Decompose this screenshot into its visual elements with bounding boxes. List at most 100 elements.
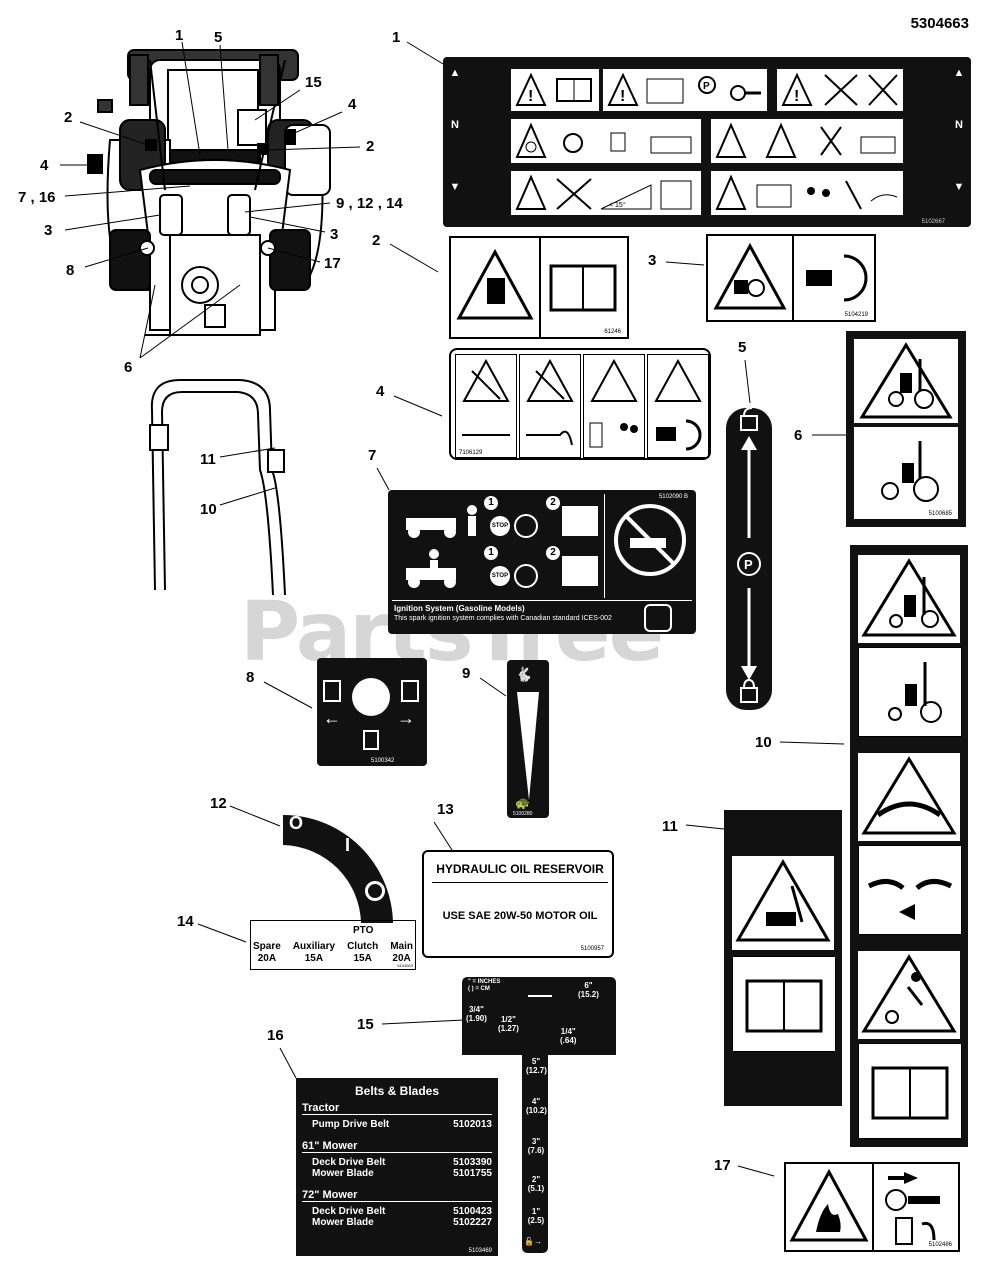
ejection-warning-icon [858,951,960,1039]
compliance-mark-icon [644,604,672,632]
decal-15-height-of-cut: " = INCHES ( ) = CM 6"(15.2) 3/4"(1.90) … [458,975,618,1255]
warning-tile-2 [519,354,581,458]
decal-2-crush-hazard: 61246 [449,236,629,339]
pictogram-parking-procedure [511,119,701,163]
callout-label: 10 [200,501,217,518]
leader-line-9 [479,677,507,697]
leader-line-13 [433,821,453,851]
decal-4-operation-warnings: 7106129 [449,348,711,460]
pulley-guard-icon [794,236,874,320]
fuel-tank-right-icon [401,680,419,702]
bystander-warning-icon [732,856,834,950]
decal-17-fire-hazard: 5102486 [784,1162,960,1252]
valve-icon [562,506,598,536]
decal-callout-7: 7 [368,447,377,464]
pictogram-thrown-objects [711,119,903,163]
decal-11-bystander-warning [724,810,842,1106]
leader-line-1 [406,41,444,65]
operation-row-1: 1 STOP 2 [394,496,602,544]
height-3-4in: 3/4"(1.90) [466,1005,487,1023]
decal-callout-4: 4 [376,383,385,400]
pto-on-label: I [345,835,351,855]
rops-leader-lines [219,447,276,506]
pictogram-bystander-warning [711,171,903,215]
warning-tile-1 [455,354,517,458]
machine-overview-diagram [0,0,390,380]
deck-height-icon [528,981,552,997]
decal-3-entanglement-hazard: 5104219 [706,234,876,322]
shut-off-refuel-icon [874,1164,958,1250]
pin-insertion-icon [858,845,962,935]
height-3in: 3"(7.6) [527,1137,545,1155]
svg-text:P: P [744,557,753,572]
decal-callout-9: 9 [462,665,471,682]
pictogram-slope-warning: < 15° [511,171,701,215]
callout-label: 6 [124,359,133,376]
legend-inches: " = INCHES [468,979,501,985]
callout-label: 1 [175,27,184,44]
decal-callout-1: 1 [392,29,401,46]
step-2-badge: 2 [546,496,560,510]
decal-1-part-number: 5102667 [921,219,945,225]
step-1-badge: 1 [484,496,498,510]
decal-3-part-number: 5104219 [844,312,868,318]
decal-8-fuel-selector: ← → 5100342 [317,658,427,766]
decal-9-part-number: 5100280 [513,811,533,817]
entanglement-warning-icon [708,236,794,320]
decal-14-part-number: 5104503 [397,963,413,968]
pto-off-label: O [289,813,304,833]
seatbelt-icon [854,427,958,519]
leader-line-12 [229,805,281,827]
pto-engage-icon [365,881,385,901]
arrow-right-icon: → [397,708,415,728]
arrow-left-icon: ← [323,708,341,728]
callout-label: 17 [324,255,341,272]
height-6in: 6"(15.2) [578,981,599,999]
document-id: 5304663 [910,15,969,32]
pictogram-warning-read-manual: ! [511,69,599,111]
stop-badge: STOP [490,566,510,586]
callout-label: 15 [305,74,322,91]
decal-13-hydraulic-oil: HYDRAULIC OIL RESERVOIR USE SAE 20W-50 M… [422,850,614,958]
read-manual-icon [858,1043,962,1139]
decal-7-part-number: 5102090 B [658,494,688,500]
decal-callout-17: 17 [714,1157,731,1174]
mower-top-view-drawing [60,41,361,359]
svg-text:< 15°: < 15° [609,201,626,209]
decal-6-part-number: 5100685 [928,511,952,517]
svg-text:!: ! [620,88,625,105]
decal-callout-3: 3 [648,252,657,269]
decal-5-parking-brake: P [726,408,772,710]
pictogram-no-passengers: ! [777,69,903,111]
leader-line-7 [376,467,390,491]
leader-line-8 [263,681,313,709]
decal-16-part-number: 5103469 [468,1248,492,1254]
height-1-2in: 1/2"(1.27) [498,1015,519,1033]
leader-line-10 [779,741,845,745]
decal-callout-13: 13 [437,801,454,818]
read-manual-icon [732,956,836,1052]
height-4in: 4"(10.2) [526,1097,547,1115]
lock-transport-icon: 🔓→ [524,1237,542,1246]
leader-line-5 [744,359,751,404]
decal-1-safety-panel: ▲N▼ ▲N▼ ! !P ! < 15° 5102667 [443,57,971,227]
callout-label: 7 , 16 [18,189,56,206]
belts-blades-title: Belts & Blades [354,1084,440,1098]
callout-label: 9 , 12 , 14 [336,195,403,212]
rops-bar-diagram [130,370,300,600]
callout-label: 8 [66,262,75,279]
decal-callout-14: 14 [177,913,194,930]
leader-line-4 [393,395,443,417]
fire-warning-icon [786,1164,874,1250]
leader-line-6 [812,434,846,436]
decal-6-rollover-protection: 5100685 [846,331,966,527]
decal-2-part-number: 61246 [604,329,621,335]
decal-4-part-number: 7106129 [459,450,483,456]
rops-warning-icon [854,339,958,423]
legend-cm: ( ) = CM [468,986,490,992]
